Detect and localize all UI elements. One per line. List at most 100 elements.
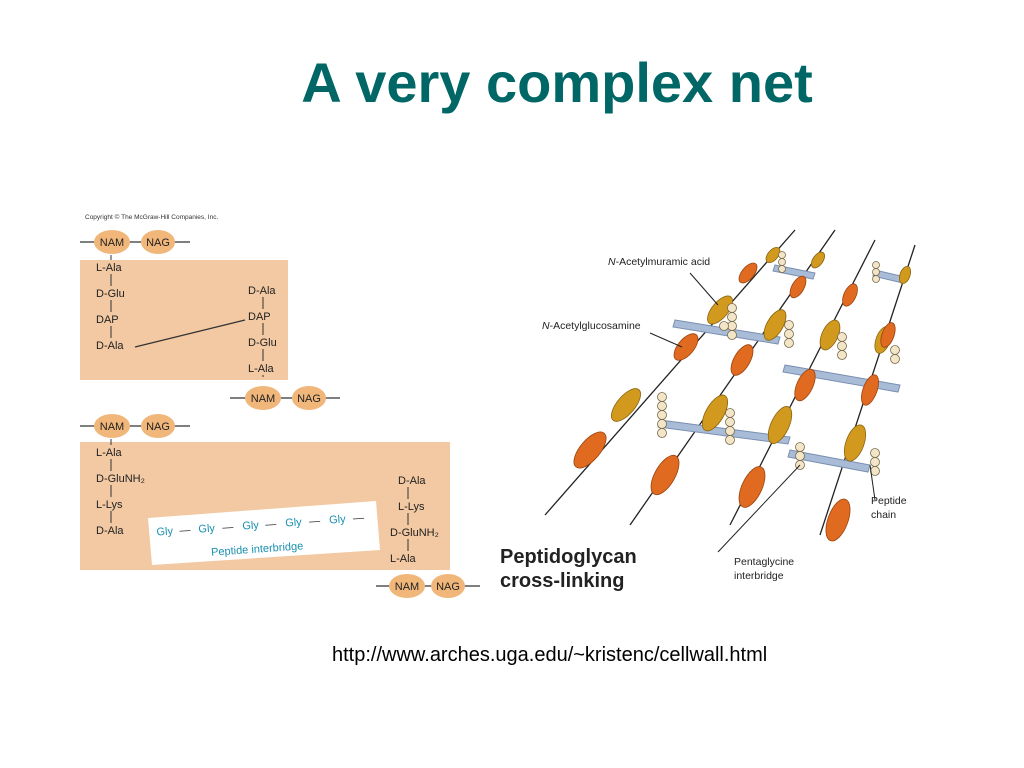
nag-label-mid: NAG: [297, 393, 321, 405]
nag-oval: [789, 275, 807, 299]
glycine-bead: [657, 392, 667, 402]
glycine-bead: [872, 261, 880, 269]
nag-label-top: NAG: [146, 237, 170, 249]
nam-label-mid: NAM: [251, 393, 275, 405]
nag-oval: [825, 498, 851, 542]
peptide-chain-bar: [787, 449, 871, 473]
nag-oval: [738, 262, 758, 284]
nag-node-end: [431, 574, 465, 598]
nam-label-bottom: NAM: [100, 421, 124, 433]
glycine-bead: [784, 320, 794, 330]
glycine-bead: [837, 341, 847, 351]
slide-title: A very complex net: [301, 51, 813, 114]
caption-line-2: cross-linking: [500, 570, 624, 592]
nag-oval: [842, 283, 858, 307]
glycine-bead: [725, 426, 735, 436]
nam-oval: [843, 424, 867, 462]
svg-text:—: —: [179, 524, 191, 537]
nam-oval: [819, 319, 841, 351]
peptide-chain-label-1: Peptide: [871, 495, 907, 507]
leader-line: [649, 332, 683, 348]
glycine-bead: [727, 303, 737, 313]
peptidoglycan-structure-diagram: Copyright © The McGraw-Hill Companies, I…: [80, 213, 480, 598]
bottom-right-chain-4: L-Ala: [390, 553, 417, 565]
glycine-bead: [725, 417, 735, 427]
top-left-chain-3: DAP: [96, 314, 119, 326]
svg-text:—: —: [353, 512, 365, 525]
nam-oval: [898, 265, 912, 285]
pentaglycine-label-1: Pentaglycine: [734, 556, 794, 568]
bottom-left-chain-2: D-GluNH₂: [96, 473, 145, 485]
glycine-bead: [870, 457, 880, 467]
nag-oval: [794, 368, 816, 402]
nag-oval: [650, 454, 680, 496]
leader-line: [869, 464, 876, 501]
glycine-bead: [778, 265, 786, 273]
top-left-chain-2: D-Glu: [96, 288, 125, 300]
nam-oval: [811, 251, 825, 269]
glycine-bead: [778, 251, 786, 259]
glycine-bead: [657, 410, 667, 420]
gly-4: Gly: [285, 516, 303, 529]
leader-line: [717, 464, 801, 553]
copyright-text: Copyright © The McGraw-Hill Companies, I…: [85, 213, 218, 221]
gly-1: Gly: [156, 525, 174, 538]
nam-label: N-Acetylmuramic acid: [608, 256, 710, 268]
nag-oval: [573, 431, 607, 469]
glycan-strand: [544, 229, 796, 516]
glycine-bead: [727, 330, 737, 340]
nag-node-bottom: [141, 414, 175, 438]
top-left-chain-1: L-Ala: [96, 262, 123, 274]
top-right-chain-4: L-Ala: [248, 363, 275, 375]
nam-oval: [611, 388, 641, 422]
crosslink-line: [134, 319, 246, 348]
glycine-bead: [657, 419, 667, 429]
glycine-bead: [837, 332, 847, 342]
glycine-bead: [657, 401, 667, 411]
nam-oval: [701, 394, 729, 432]
nag-label-end: NAG: [436, 581, 460, 593]
svg-text:—: —: [265, 518, 277, 531]
glycine-bead: [890, 345, 900, 355]
pentaglycine-label-2: interbridge: [734, 570, 784, 582]
nag-oval: [880, 322, 896, 348]
top-right-chain-1: D-Ala: [248, 285, 276, 297]
nag-node-mid: [292, 386, 326, 410]
leader-line: [689, 272, 719, 306]
nag-label: N-Acetylglucosamine: [542, 320, 641, 332]
svg-text:—: —: [222, 521, 234, 534]
glycine-bead: [795, 442, 805, 452]
bottom-left-chain-3: L-Lys: [96, 499, 123, 511]
nag-label-bottom: NAG: [146, 421, 170, 433]
glycine-bead: [870, 448, 880, 458]
glycine-bead: [872, 268, 880, 276]
glycine-bead: [837, 350, 847, 360]
nag-oval: [673, 333, 699, 361]
glycine-bead: [725, 435, 735, 445]
top-left-chain-4: D-Ala: [96, 340, 124, 352]
nag-oval: [738, 466, 766, 508]
top-right-chain-2: DAP: [248, 311, 271, 323]
top-right-chain-3: D-Glu: [248, 337, 277, 349]
nag-oval: [861, 374, 879, 406]
glycine-bead: [870, 466, 880, 476]
bottom-right-chain-3: D-GluNH₂: [390, 527, 439, 539]
nam-oval: [765, 246, 781, 264]
peptidoglycan-crosslinking-illustration: N-Acetylmuramic acid N-Acetylglucosamine…: [500, 229, 916, 592]
nam-label-end: NAM: [395, 581, 419, 593]
bottom-left-chain-1: L-Ala: [96, 447, 123, 459]
nam-oval: [763, 309, 787, 341]
svg-text:—: —: [309, 515, 321, 528]
nag-node-top: [141, 230, 175, 254]
nam-label-top: NAM: [100, 237, 124, 249]
glycine-bead: [784, 329, 794, 339]
nam-node-end: [389, 574, 425, 598]
glycine-bead: [784, 338, 794, 348]
glycine-bead: [719, 321, 729, 331]
glycine-bead: [890, 354, 900, 364]
bottom-left-chain-4: D-Ala: [96, 525, 124, 537]
gly-5: Gly: [329, 513, 347, 526]
gly-3: Gly: [242, 519, 260, 532]
glycine-bead: [872, 275, 880, 283]
gly-2: Gly: [198, 522, 216, 535]
